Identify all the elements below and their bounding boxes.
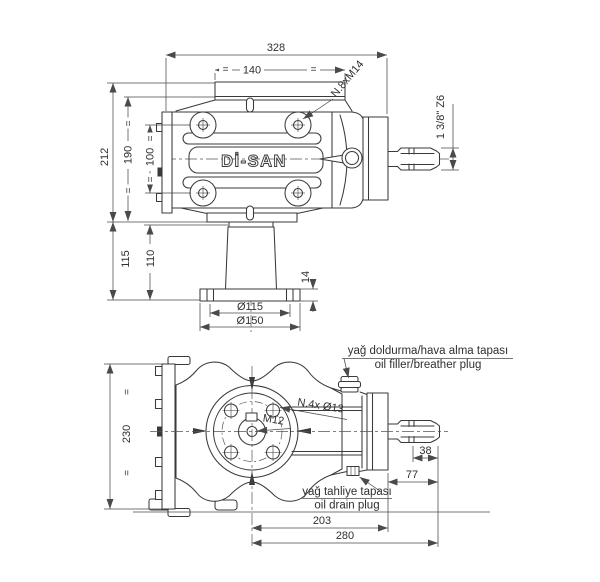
dim-spline-length: 38 — [419, 445, 431, 457]
dim-flange-dia: Ø150 — [237, 315, 264, 327]
equal-mark: = — [146, 176, 157, 182]
drain-leader — [359, 476, 381, 492]
side-plug — [341, 147, 363, 169]
stud-bosses — [189, 111, 312, 207]
stud-spec-label: N.8xM14 — [329, 58, 366, 99]
front-view: 230 = = 38 77 203 280 N.4x Ø13 M12 yağ d… — [104, 345, 513, 548]
front-view-dimensions — [104, 358, 513, 547]
dim-total-height: 212 — [99, 148, 111, 166]
equal-mark: = — [146, 135, 157, 141]
filler-leader — [342, 358, 350, 379]
dim-overall-length: 280 — [336, 530, 354, 542]
side-view-dimensions — [107, 51, 459, 331]
mount-holes — [222, 402, 282, 461]
dim-plate-height: 230 — [121, 425, 133, 443]
equal-mark: = — [122, 470, 133, 476]
dim-shaft-length: 77 — [406, 469, 418, 481]
hole-spec-leader — [279, 405, 348, 420]
dim-center-to-face: 203 — [313, 515, 331, 527]
drain-plug — [330, 465, 368, 477]
dim-body-height: 190 — [123, 146, 135, 164]
dim-plate-width: 140 — [243, 65, 261, 77]
equal-mark: = — [124, 187, 135, 193]
dim-text-masks — [122, 62, 320, 273]
equal-mark: = — [124, 120, 135, 126]
equal-mark: = — [311, 65, 317, 76]
dim-total-width: 328 — [267, 42, 285, 54]
thread-leader — [256, 426, 291, 434]
equal-mark: = — [122, 389, 133, 395]
oil-drain-label-en: oil drain plug — [314, 500, 379, 512]
equal-mark: = — [223, 65, 229, 76]
dim-flange-thickness: 14 — [300, 271, 312, 283]
dim-bolt-spacing: 100 — [145, 148, 157, 166]
oil-filler-label-tr: yağ doldurma/hava alma tapası — [348, 345, 508, 357]
thread-spec-label: M12 — [262, 412, 285, 427]
side-view: 328 140 = = 212 190 = = 100 = = 115 110 … — [99, 42, 459, 332]
gearbox-body-side — [155, 81, 441, 302]
oil-filler-label-en: oil filler/breather plug — [375, 359, 482, 371]
dim-bolt-circle: Ø115 — [237, 301, 263, 313]
pto-spec-label: 1 3/8" Z6 — [435, 95, 447, 139]
gearbox-body-front — [148, 355, 448, 548]
bolt-circle — [221, 401, 283, 462]
keyway — [245, 412, 258, 422]
oil-drain-label-tr: yağ tahliye tapası — [302, 486, 392, 498]
dim-column-outer: 115 — [120, 250, 132, 268]
dim-column-inner: 110 — [145, 250, 157, 268]
brand-logo: Dİ-SAN — [221, 153, 287, 171]
